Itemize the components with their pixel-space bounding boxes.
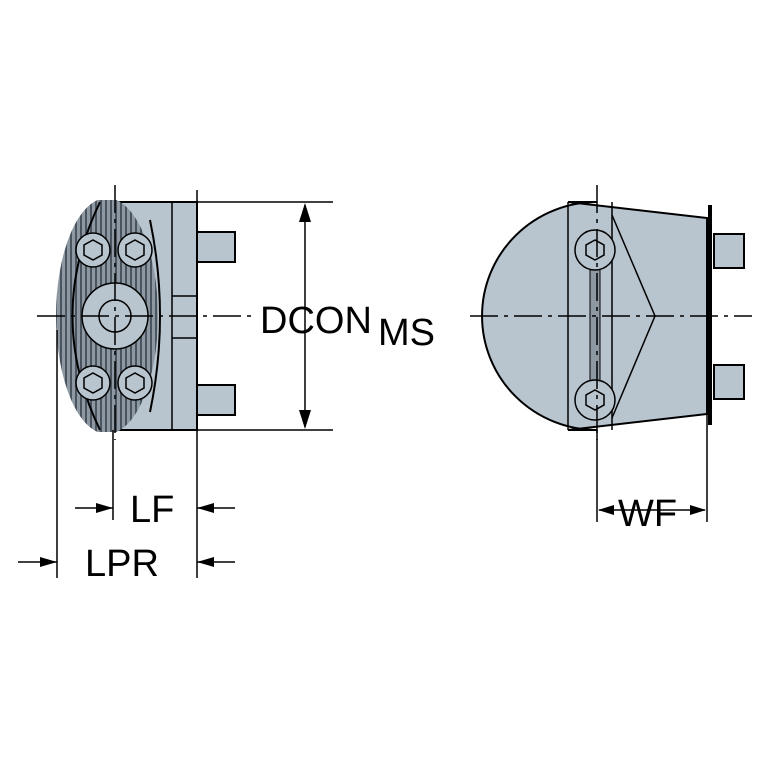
dcon-label: DCON <box>260 300 372 342</box>
lpr-label: LPR <box>85 543 159 585</box>
pin <box>713 364 745 400</box>
pin <box>196 231 236 263</box>
dimensions <box>18 190 708 578</box>
pin <box>713 233 745 269</box>
center-lines <box>37 185 752 440</box>
dcon-subscript: MS <box>378 312 435 354</box>
wf-label: WF <box>618 493 677 535</box>
pin <box>196 384 236 416</box>
lf-label: LF <box>130 489 174 531</box>
